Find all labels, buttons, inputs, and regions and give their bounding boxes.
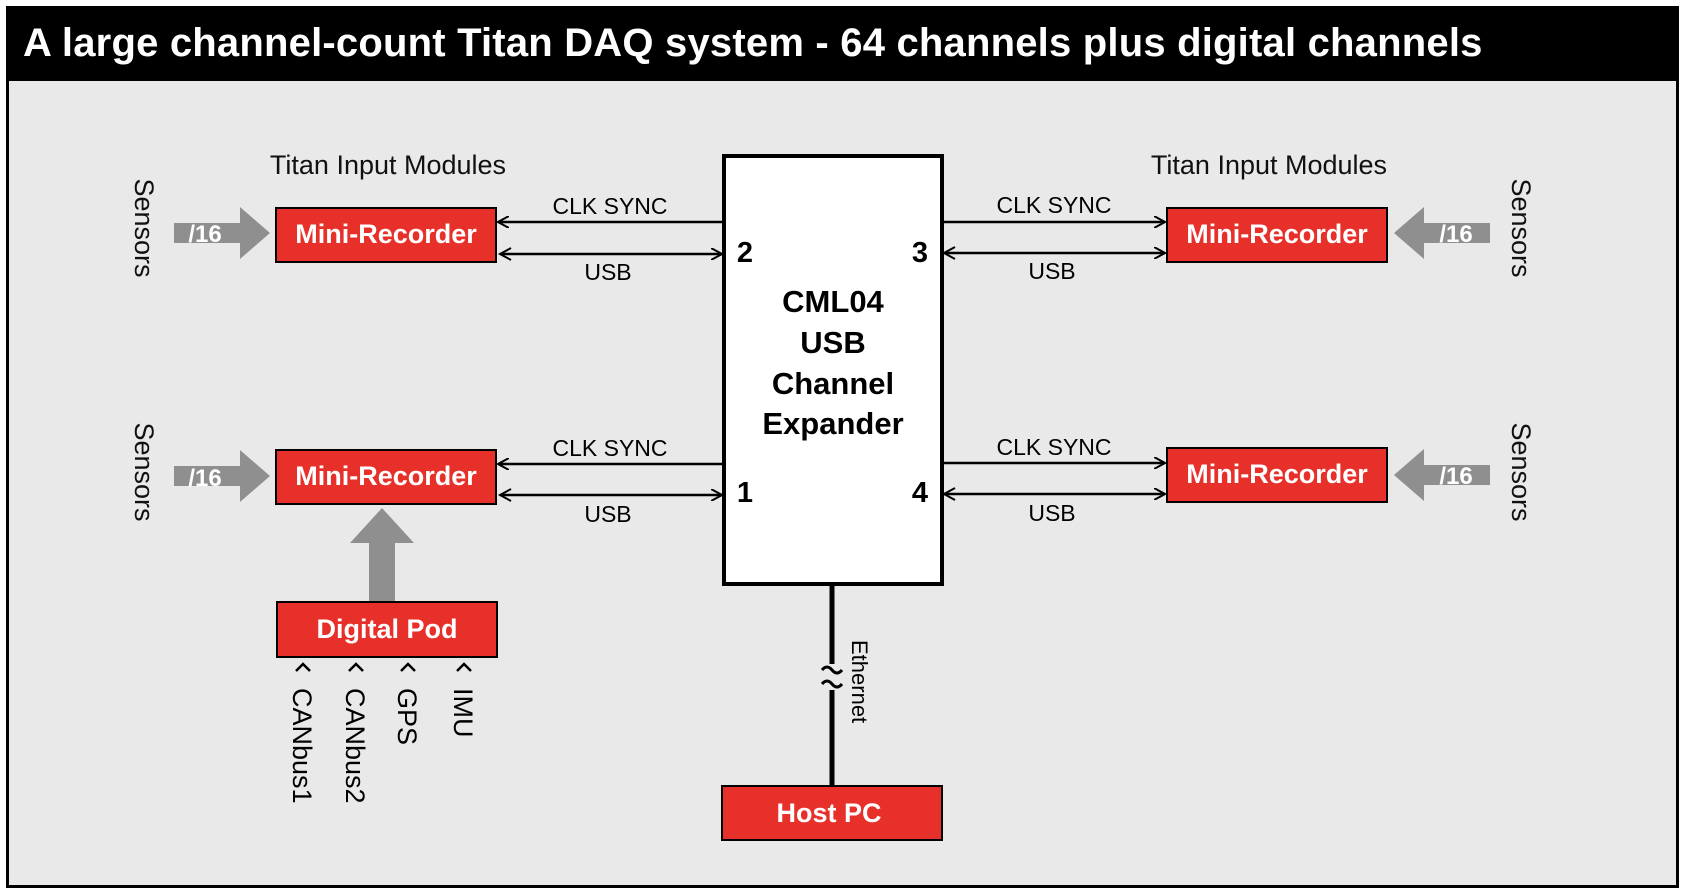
group-label-right: Titan Input Modules [1151,150,1387,180]
pod-inputs: CANbus1 CANbus2 GPS IMU [287,662,478,804]
port-4-label: 4 [912,477,928,509]
mini-recorder-top-right: Mini-Recorder [1166,207,1388,263]
page-title: A large channel-count Titan DAQ system -… [23,21,1483,65]
pod-input-canbus2: CANbus2 [340,688,370,804]
sensor-arrow-bottom-right: /16 [1394,449,1490,501]
diagram-frame: A large channel-count Titan DAQ system -… [6,6,1679,888]
ethernet-link: Ethernet [820,584,872,786]
host-pc-label: Host PC [776,798,881,828]
mini-recorder-label: Mini-Recorder [295,219,477,249]
digital-pod-box: Digital Pod [276,601,498,658]
chevron-up-icon [400,662,416,672]
sensors-label-top-left: Sensors [129,178,159,277]
group-label-left: Titan Input Modules [270,150,506,180]
title-bar: A large channel-count Titan DAQ system -… [9,9,1676,81]
clk-sync-label: CLK SYNC [996,192,1111,218]
pod-input-imu: IMU [448,688,478,738]
mini-recorder-label: Mini-Recorder [1186,219,1368,249]
mini-recorder-label: Mini-Recorder [1186,459,1368,489]
usb-label: USB [584,501,631,527]
port-2-label: 2 [737,237,753,269]
port-1-label: 1 [737,477,753,509]
clk-sync-label: CLK SYNC [552,193,667,219]
mini-recorder-label: Mini-Recorder [295,461,477,491]
expander-line-2: USB [800,325,865,360]
link-bottom-left: CLK SYNC USB [498,435,724,527]
clk-sync-label: CLK SYNC [996,434,1111,460]
sensor-arrow-bottom-left: /16 [174,450,270,502]
chevron-up-icon [348,662,364,672]
pod-input-canbus1: CANbus1 [287,688,317,804]
link-bottom-right: CLK SYNC USB [941,434,1165,526]
usb-label: USB [584,259,631,285]
clk-sync-label: CLK SYNC [552,435,667,461]
digital-pod-label: Digital Pod [317,614,458,644]
mini-recorder-bottom-right: Mini-Recorder [1166,447,1388,503]
sensors-label-top-right: Sensors [1506,178,1536,277]
sensors-label-bottom-right: Sensors [1506,422,1536,521]
sensor-arrow-top-right: /16 [1394,207,1490,259]
channel-count-label: /16 [1439,221,1472,248]
pod-input-gps: GPS [392,688,422,745]
sensor-arrow-top-left: /16 [174,207,270,259]
cml04-expander-box: CML04 USB Channel Expander 2 3 1 4 [722,154,944,586]
ethernet-label: Ethernet [847,640,872,723]
channel-count-label: /16 [188,221,221,248]
link-top-right: CLK SYNC USB [941,192,1165,284]
usb-label: USB [1028,258,1075,284]
expander-line-1: CML04 [782,284,884,319]
expander-line-3: Channel [772,366,894,401]
expander-line-4: Expander [762,406,903,441]
host-pc-box: Host PC [721,785,943,841]
link-top-left: CLK SYNC USB [498,193,724,285]
channel-count-label: /16 [188,465,221,492]
channel-count-label: /16 [1439,463,1472,490]
port-3-label: 3 [912,237,928,269]
sensors-label-bottom-left: Sensors [129,422,159,521]
chevron-up-icon [456,662,472,672]
digital-pod-arrow [350,508,414,601]
mini-recorder-bottom-left: Mini-Recorder [275,449,497,505]
usb-label: USB [1028,500,1075,526]
mini-recorder-top-left: Mini-Recorder [275,207,497,263]
chevron-up-icon [295,662,311,672]
